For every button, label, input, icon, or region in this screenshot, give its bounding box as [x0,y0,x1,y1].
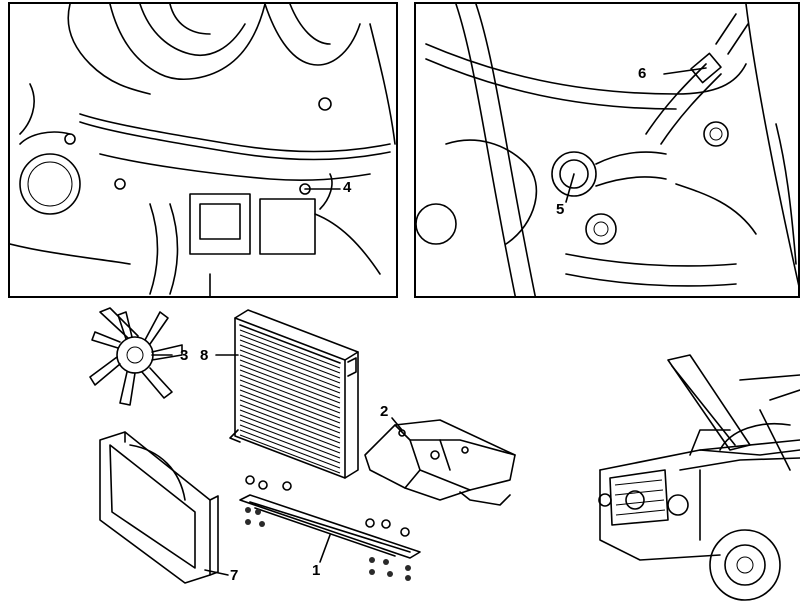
radiator-fin [239,349,341,389]
engine-cover-part [364,419,516,506]
radiator-fin [239,339,341,379]
callout-1: 1 [312,562,320,579]
radiator-fin [239,389,341,429]
callout-4: 4 [343,179,352,196]
radiator-fin [239,364,341,404]
radiator-fin [239,399,341,439]
engine-intake-detail-panel: 4 [8,2,398,298]
radiator-fin [239,434,341,474]
callout-8: 8 [200,347,208,364]
hose-connection-detail-panel: 5 6 [414,2,800,298]
radiator-fin [239,419,341,459]
radiator-part [229,309,359,479]
callout-7: 7 [230,567,238,584]
fan-shroud-part [99,431,219,584]
radiator-fin [239,424,341,464]
callout-6: 6 [638,65,647,82]
radiator-fin [239,429,341,469]
radiator-fin [239,359,341,399]
radiator-fin [239,369,341,409]
radiator-fin [239,384,341,424]
engine-intake-illustration [10,4,396,296]
callout-2: 2 [380,403,388,420]
lower-panel-part [239,475,421,581]
callout-5: 5 [556,201,565,218]
radiator-fin [239,334,341,374]
hose-connection-illustration [416,4,798,296]
radiator-fin [239,379,341,419]
radiator-fin [239,329,341,369]
radiator-fin [239,409,341,449]
radiator-fin [239,374,341,414]
radiator-fin [239,344,341,384]
callout-3: 3 [180,347,188,364]
radiator-fin [239,404,341,444]
radiator-fin [239,414,341,454]
vehicle-illustration [598,354,800,601]
radiator-fin [239,394,341,434]
fan-part [89,307,183,406]
radiator-fin [239,354,341,394]
